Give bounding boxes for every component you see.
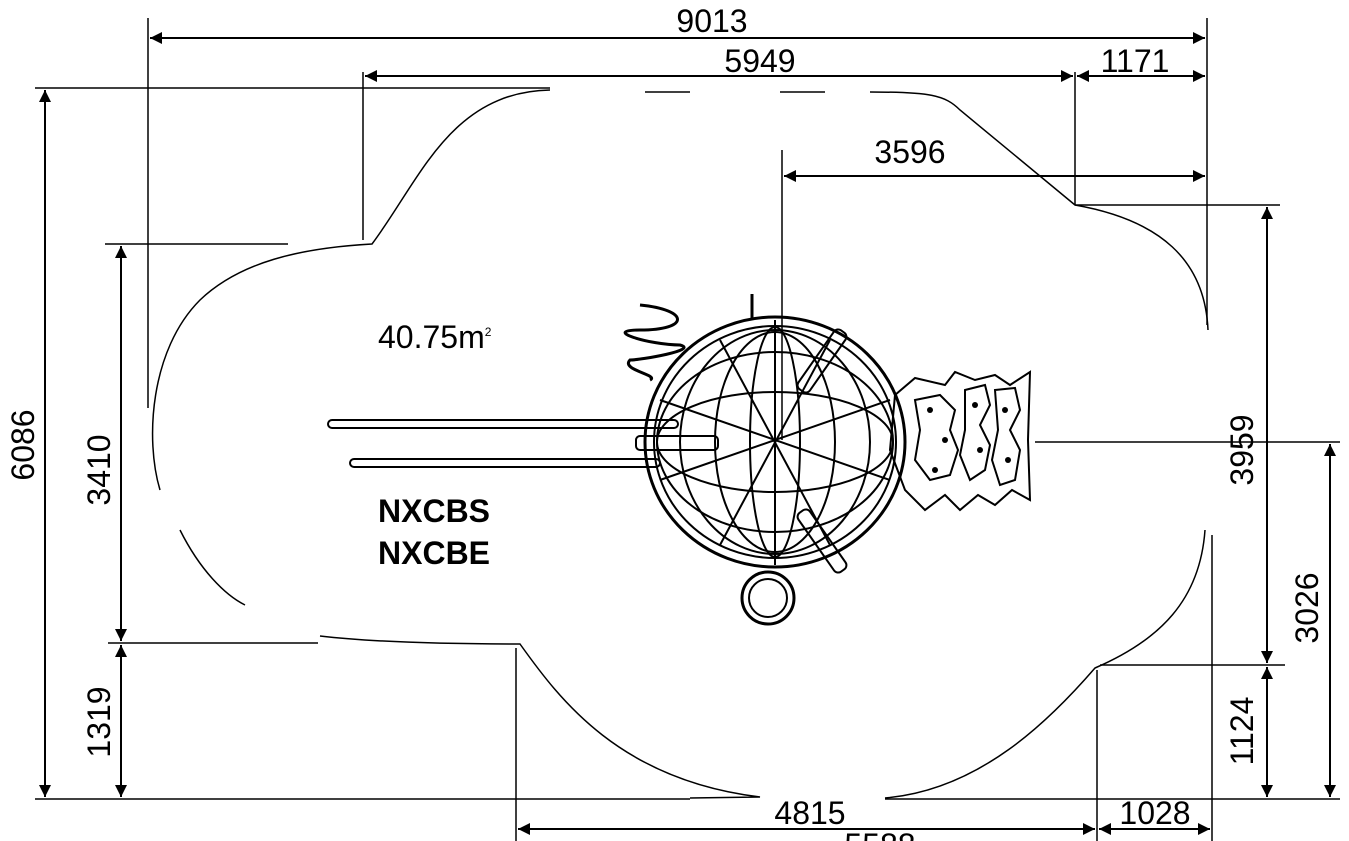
dimension-lines (35, 18, 1340, 841)
climbing-panels (888, 370, 1032, 512)
side-handle-top (796, 328, 848, 394)
climbing-equipment-drawing (327, 294, 1032, 626)
area-label: 40.75m2 (378, 319, 492, 355)
side-handle-bottom (796, 508, 848, 574)
tire-swing (740, 570, 796, 626)
product-code-2: NXCBE (378, 535, 490, 571)
dim-right-bottom: 1124 (1224, 697, 1260, 766)
dim-total-height: 6086 (5, 409, 41, 480)
bar-connector (635, 435, 719, 451)
dim-left-bottom: 1319 (81, 686, 117, 757)
dim-total-width: 9013 (676, 3, 747, 39)
safety-zone-outline (151, 89, 1209, 799)
dim-center-to-right: 3596 (874, 134, 945, 170)
dim-upper-width: 5949 (724, 43, 795, 79)
dim-bottom-width: 4815 (774, 795, 845, 831)
dim-left-height: 3410 (81, 434, 117, 505)
net-sphere (643, 315, 907, 569)
dim-right-center-height: 3026 (1289, 572, 1325, 643)
dim-bottom-right-offset: 1028 (1119, 795, 1190, 831)
horizontal-bar-upper (327, 419, 679, 429)
dim-right-height: 3959 (1224, 414, 1260, 485)
dim-bottom-partial: 5588 (844, 827, 915, 841)
spring-coil (623, 303, 686, 382)
dim-top-right-offset: 1171 (1101, 43, 1170, 79)
horizontal-bar-lower (349, 458, 661, 468)
product-code-1: NXCBS (378, 493, 490, 529)
